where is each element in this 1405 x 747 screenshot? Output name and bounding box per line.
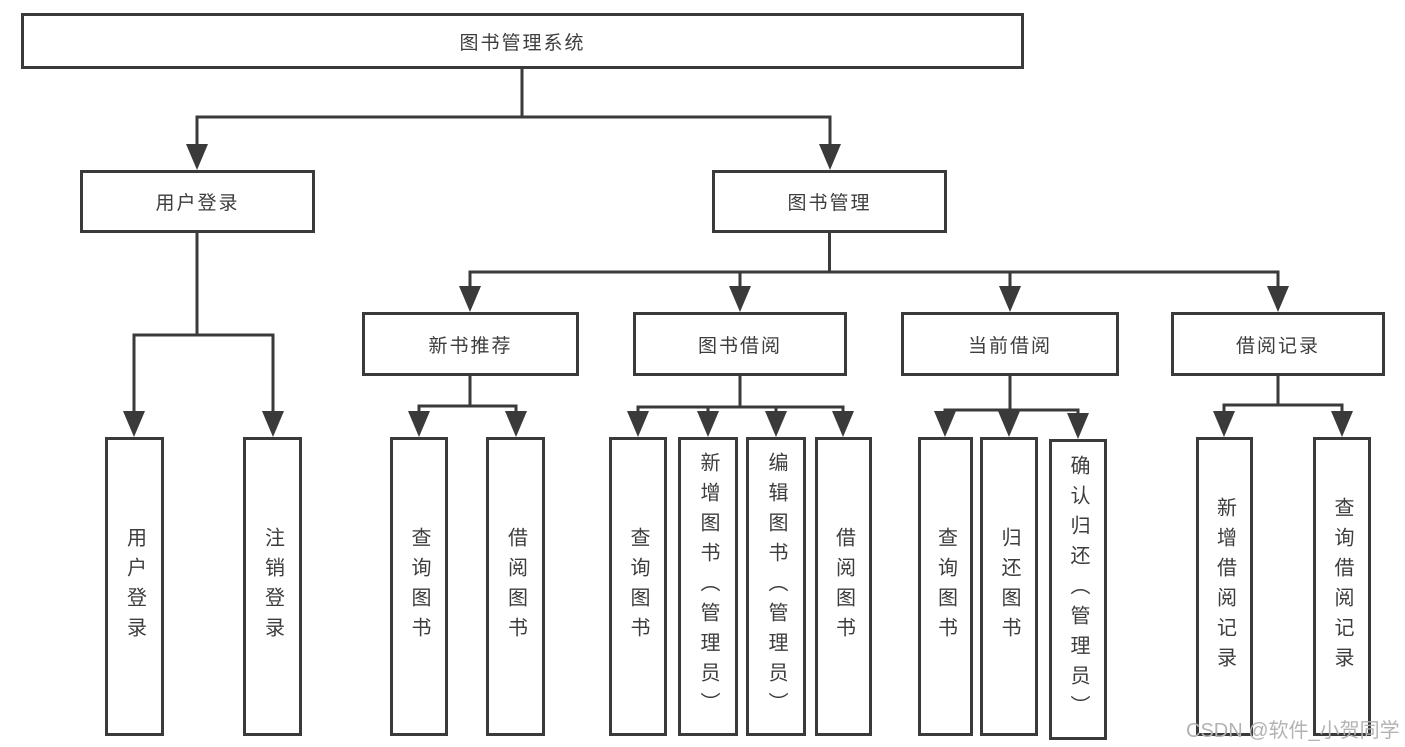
arrowhead	[262, 411, 284, 437]
arrowhead	[729, 286, 751, 312]
node-book-borrow-label: 图书借阅	[697, 335, 782, 357]
arrowhead	[999, 286, 1021, 312]
arrowhead	[408, 411, 430, 437]
connector-current-borrow-group	[943, 375, 1080, 414]
arrowhead	[934, 411, 956, 437]
arrowhead	[186, 144, 208, 170]
arrowhead	[505, 411, 527, 437]
arrowhead	[627, 411, 649, 437]
node-book-mgmt: 图书管理	[712, 170, 947, 233]
node-book-borrow: 图书借阅	[633, 312, 847, 376]
leaf-query-books-3-label: 查询图书	[934, 526, 957, 647]
connector-root-to-level2	[195, 67, 832, 145]
leaf-logout: 注销登录	[243, 437, 302, 736]
leaf-edit-book-admin: 编辑图书（管理员）	[746, 437, 806, 736]
arrowhead	[697, 411, 719, 437]
leaf-confirm-return-admin: 确认归还（管理员）	[1049, 439, 1107, 740]
connector-new-book-group	[417, 375, 518, 412]
leaf-query-books-2-label: 查询图书	[627, 526, 649, 647]
node-new-book-recommend: 新书推荐	[362, 312, 579, 376]
arrowhead	[1331, 411, 1353, 437]
node-book-mgmt-label: 图书管理	[787, 193, 872, 214]
node-current-borrow-label: 当前借阅	[967, 335, 1052, 357]
leaf-add-book-admin-label: 新增图书（管理员）	[697, 451, 719, 722]
node-new-book-recommend-label: 新书推荐	[428, 335, 513, 357]
leaf-add-borrow-record: 新增借阅记录	[1196, 437, 1253, 736]
leaf-logout-label: 注销登录	[261, 526, 284, 647]
connector-book-mgmt-to-level3	[468, 232, 1280, 287]
node-borrow-records-label: 借阅记录	[1235, 335, 1320, 357]
arrowhead	[1067, 413, 1089, 439]
arrowhead	[1213, 411, 1235, 437]
arrowhead	[1267, 286, 1289, 312]
node-root: 图书管理系统	[21, 13, 1024, 69]
leaf-query-borrow-record: 查询借阅记录	[1313, 437, 1371, 736]
arrowhead	[765, 411, 787, 437]
node-current-borrow: 当前借阅	[901, 312, 1119, 376]
leaf-borrow-books-1-label: 借阅图书	[504, 526, 527, 647]
node-root-label: 图书管理系统	[459, 32, 586, 54]
leaf-borrow-books-2: 借阅图书	[815, 437, 872, 736]
leaf-user-login-label: 用户登录	[123, 526, 146, 647]
arrowhead	[123, 411, 145, 437]
leaf-query-books-1: 查询图书	[390, 437, 448, 736]
leaf-query-books-2: 查询图书	[609, 437, 667, 736]
arrowhead	[998, 411, 1020, 437]
leaf-borrow-books-1: 借阅图书	[486, 437, 545, 736]
leaf-query-books-3: 查询图书	[918, 437, 973, 736]
connector-user-login-group	[132, 232, 275, 412]
node-borrow-records: 借阅记录	[1171, 312, 1385, 376]
node-user-login: 用户登录	[80, 170, 315, 233]
leaf-return-book-label: 归还图书	[998, 526, 1020, 647]
leaf-user-login: 用户登录	[105, 437, 164, 736]
leaf-query-books-1-label: 查询图书	[408, 526, 430, 647]
arrowhead	[459, 286, 481, 312]
arrowhead	[832, 411, 854, 437]
leaf-add-borrow-record-label: 新增借阅记录	[1213, 496, 1236, 677]
leaf-edit-book-admin-label: 编辑图书（管理员）	[765, 451, 787, 722]
leaf-confirm-return-admin-label: 确认归还（管理员）	[1067, 454, 1089, 725]
connector-borrow-records-group	[1222, 375, 1344, 412]
leaf-add-book-admin: 新增图书（管理员）	[678, 437, 738, 736]
node-user-login-label: 用户登录	[155, 193, 240, 214]
leaf-return-book: 归还图书	[980, 437, 1038, 736]
leaf-query-borrow-record-label: 查询借阅记录	[1331, 496, 1353, 677]
connector-book-borrow-group	[636, 375, 845, 412]
arrowhead	[819, 144, 841, 170]
leaf-borrow-books-2-label: 借阅图书	[832, 526, 855, 647]
